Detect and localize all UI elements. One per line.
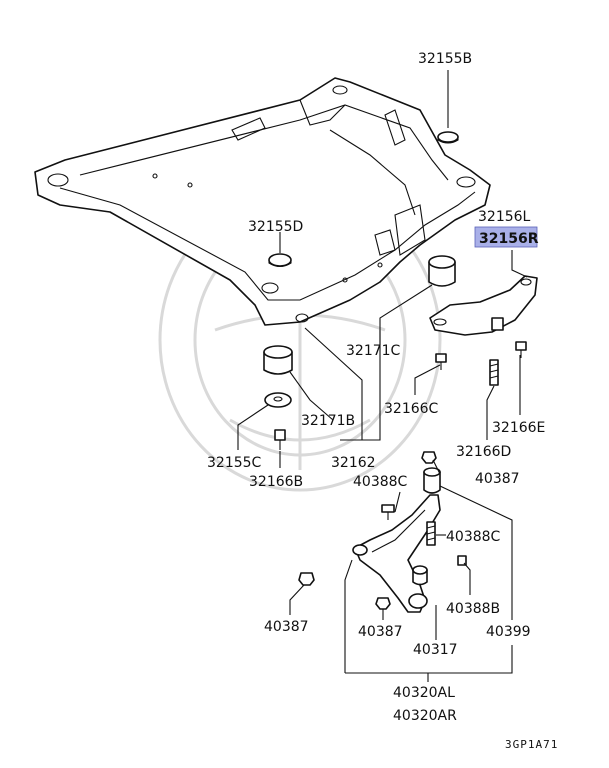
label-40388C-right: 40388C bbox=[446, 529, 501, 545]
label-32166C: 32166C bbox=[384, 401, 439, 417]
label-32162: 32162 bbox=[331, 455, 376, 471]
label-40317: 40317 bbox=[413, 642, 458, 658]
ball-joint-40317-shape bbox=[408, 565, 428, 609]
bolt-32166B-shape bbox=[274, 429, 286, 450]
lower-arm-40320-shape bbox=[352, 494, 441, 613]
label-32166D: 32166D bbox=[456, 444, 511, 460]
label-32171B: 32171B bbox=[301, 413, 355, 429]
label-40320AL: 40320AL bbox=[393, 685, 455, 701]
label-40399: 40399 bbox=[486, 624, 531, 640]
nut-40387-top-shape bbox=[421, 451, 437, 464]
label-32155D: 32155D bbox=[248, 219, 303, 235]
label-40387-left: 40387 bbox=[264, 619, 309, 635]
part-labels: 32155B 32155D 32156L 32156R 32171C 32166… bbox=[207, 51, 558, 751]
label-32171C: 32171C bbox=[346, 343, 401, 359]
label-32155C: 32155C bbox=[207, 455, 262, 471]
label-40387-middle: 40387 bbox=[358, 624, 403, 640]
label-32156R: 32156R bbox=[479, 231, 539, 247]
label-32156L: 32156L bbox=[478, 209, 531, 225]
washer-32155D-shape bbox=[268, 253, 292, 268]
bolt-40388C-right-shape bbox=[426, 521, 436, 546]
label-40388B: 40388B bbox=[446, 601, 500, 617]
leader-lines bbox=[237, 70, 528, 682]
bracket-32156R-shape bbox=[429, 275, 538, 336]
label-40388C-upper: 40388C bbox=[353, 474, 408, 490]
crossmember-32162 bbox=[34, 77, 491, 326]
bushing-40399-shape bbox=[423, 467, 441, 494]
diagram-code: 3GP1A71 bbox=[505, 738, 558, 751]
bushing-32171C-shape bbox=[428, 255, 456, 287]
bolt-40388C-left-shape bbox=[381, 504, 395, 520]
label-40387-upper: 40387 bbox=[475, 471, 520, 487]
bolt-32166E-shape bbox=[515, 341, 527, 358]
label-32166B: 32166B bbox=[249, 474, 303, 490]
bolt-32166C-shape bbox=[435, 353, 447, 370]
washer-32155B-shape bbox=[437, 131, 459, 144]
nut-40387-left-shape bbox=[298, 572, 315, 586]
label-40320AR: 40320AR bbox=[393, 708, 457, 724]
bushing-32171B-shape bbox=[263, 345, 293, 375]
nut-40387-mid-shape bbox=[375, 597, 391, 610]
washer-32155C-shape bbox=[264, 392, 292, 408]
label-32166E: 32166E bbox=[492, 420, 545, 436]
highlight-box-32156R bbox=[474, 226, 538, 248]
bolt-32166D-shape bbox=[489, 359, 499, 386]
label-32155B: 32155B bbox=[418, 51, 472, 67]
